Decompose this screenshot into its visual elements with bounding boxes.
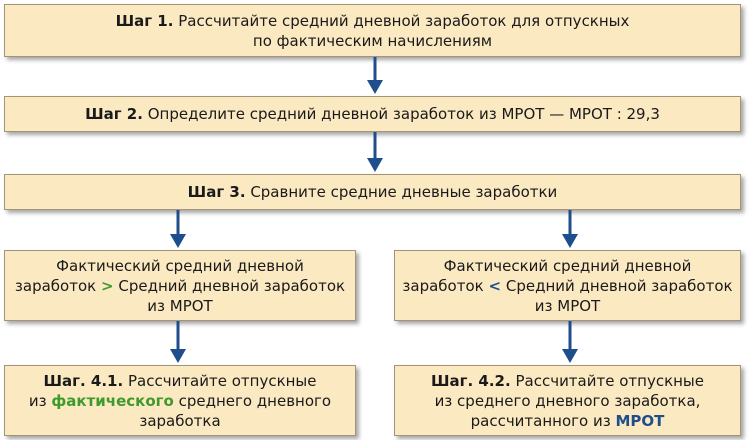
step-1-line1: Рассчитайте средний дневной заработок дл… <box>178 11 630 30</box>
step-2-label: Шаг 2. <box>85 105 143 123</box>
step-4-1-line3: заработка <box>139 411 221 430</box>
arrow-greater-to-step-4-1 <box>170 321 186 363</box>
step-4-2-text: Шаг. 4.2. Рассчитайте отпускные из средн… <box>431 371 704 431</box>
comparison-less-line1: Фактический средний дневной <box>443 256 692 275</box>
comparison-greater-line3: из МРОТ <box>147 296 213 315</box>
step-3-text: Шаг 3. Сравните средние дневные заработк… <box>188 182 558 202</box>
step-2-box: Шаг 2. Определите средний дневной зарабо… <box>4 96 741 132</box>
step-1-line2: по фактическим начислениям <box>252 31 493 50</box>
step-4-1-highlight: фактического <box>51 391 174 410</box>
comparison-greater-line2-post: Средний дневной заработок <box>118 276 346 295</box>
step-1-box: Шаг 1. Рассчитайте средний дневной зараб… <box>4 4 741 57</box>
step-4-2-label-word: Шаг <box>430 371 468 390</box>
step-4-1-box: Шаг. 4.1. Рассчитайте отпускные из факти… <box>4 365 356 436</box>
comparison-greater-text: Фактический средний дневной заработок > … <box>15 256 345 316</box>
step-3-description: Сравните средние дневные заработки <box>250 183 558 201</box>
step-4-2-line2: из среднего дневного заработка, <box>434 391 701 410</box>
comparison-greater-line2-pre: заработок <box>14 276 97 295</box>
step-3-box: Шаг 3. Сравните средние дневные заработк… <box>4 174 741 210</box>
comparison-greater-box: Фактический средний дневной заработок > … <box>4 250 356 321</box>
step-4-2-line1: Рассчитайте отпускные <box>515 371 705 390</box>
step-4-1-label-word: Шаг <box>43 371 80 390</box>
comparison-less-line2-post: Средний дневной заработок <box>505 276 733 295</box>
step-4-2-highlight: МРОТ <box>615 411 665 430</box>
step-4-2-label-number: . 4.2. <box>467 371 511 390</box>
arrow-step3-to-less <box>562 210 578 248</box>
step-4-1-line2-pre: из <box>28 391 47 410</box>
greater-than-symbol: > <box>101 276 114 295</box>
step-1-label: Шаг 1. <box>115 11 174 30</box>
step-1-text: Шаг 1. Рассчитайте средний дневной зараб… <box>116 11 630 51</box>
arrow-less-to-step-4-2 <box>562 321 578 363</box>
step-4-1-line1: Рассчитайте отпускные <box>127 371 317 390</box>
step-4-1-text: Шаг. 4.1. Рассчитайте отпускные из факти… <box>29 371 331 431</box>
comparison-less-box: Фактический средний дневной заработок < … <box>394 250 741 321</box>
step-4-2-line3-pre: рассчитанного из <box>470 411 611 430</box>
step-4-1-line2-post: среднего дневного <box>178 391 332 410</box>
step-3-label: Шаг 3. <box>187 183 246 201</box>
comparison-less-text: Фактический средний дневной заработок < … <box>402 256 732 316</box>
step-4-1-label-number: . 4.1. <box>79 371 124 390</box>
arrow-step3-to-greater <box>170 210 186 248</box>
arrow-step1-to-step2 <box>367 57 383 94</box>
step-2-description: Определите средний дневной заработок из … <box>147 105 660 123</box>
comparison-less-line2-pre: заработок <box>402 276 484 295</box>
less-than-symbol: < <box>488 276 502 295</box>
comparison-greater-line1: Фактический средний дневной <box>56 256 304 275</box>
step-4-2-box: Шаг. 4.2. Рассчитайте отпускные из средн… <box>394 365 741 436</box>
comparison-less-line3: из МРОТ <box>534 296 601 315</box>
step-2-text: Шаг 2. Определите средний дневной зарабо… <box>85 104 660 124</box>
arrow-step2-to-step3 <box>367 132 383 172</box>
